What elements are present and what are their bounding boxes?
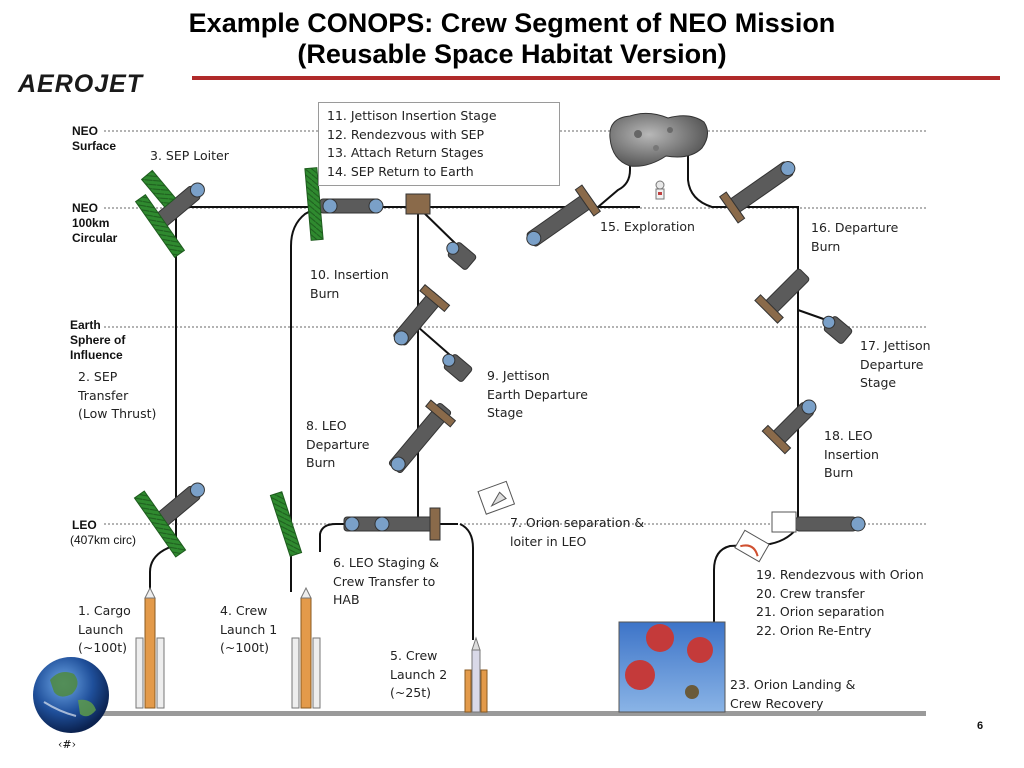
- leo-insertion-vehicle: [761, 399, 817, 455]
- steps-11-14-list: 11. Jettison Insertion Stage 12. Rendezv…: [327, 108, 497, 179]
- level-label-neo-surface: NEO Surface: [72, 124, 117, 153]
- step-18-label: 18. LEO Insertion Burn: [824, 428, 879, 480]
- neo-orbit-stack: [319, 198, 384, 214]
- solar-array-neo-orbit: [304, 167, 324, 241]
- step-3-label: 3. SEP Loiter: [150, 148, 229, 163]
- insertion-burn-vehicle: [393, 284, 451, 346]
- steps-11-14-box: 11. Jettison Insertion Stage 12. Rendezv…: [318, 102, 560, 186]
- orion-reentry-capsule: [734, 529, 770, 563]
- jettison-departure-vehicle: [754, 268, 810, 324]
- ground-line: [100, 711, 926, 716]
- step-9-label: 9. Jettison Earth Departure Stage: [487, 368, 588, 420]
- earth-globe: [33, 657, 109, 733]
- step-2-label: 2. SEP Transfer (Low Thrust): [78, 369, 157, 421]
- footer-hash: ‹#›: [58, 738, 77, 751]
- departure-burn-vehicle: [388, 399, 457, 474]
- aerojet-logo: AEROJET: [18, 70, 144, 98]
- jettisoned-earth-departure-stage: [442, 353, 473, 382]
- solar-array-loiter: [134, 194, 186, 258]
- step-23-label: 23. Orion Landing & Crew Recovery: [730, 677, 856, 711]
- leo-staging-path: [319, 523, 458, 552]
- jettisoned-departure-stage: [822, 315, 853, 344]
- step-5-label: 5. Crew Launch 2 (~25t): [390, 648, 448, 700]
- orion-landing-photo: [618, 621, 726, 713]
- cargo-launch-rocket: [135, 586, 165, 709]
- step-16-label: 16. Departure Burn: [811, 220, 899, 254]
- neo-arrival-path: [597, 150, 631, 208]
- step-7-label: 7. Orion separation & loiter in LEO: [510, 515, 645, 549]
- title-rule: [192, 76, 1000, 80]
- crew-launch1-path: [290, 206, 319, 592]
- leo-staging-stack: [343, 507, 441, 541]
- level-label-earth-soi: Earth Sphere of Influence: [70, 318, 126, 362]
- jettisoned-insertion-stage: [446, 241, 477, 270]
- orion-reentry-path: [713, 523, 801, 622]
- step-10-label: 10. Insertion Burn: [310, 267, 389, 301]
- steps-19-22-label: 19. Rendezvous with Orion 20. Crew trans…: [756, 567, 924, 638]
- crew-launch2-path: [459, 523, 474, 640]
- departure-burn-vehicle-neo: [718, 160, 796, 224]
- altitude-level-lines: [104, 130, 928, 525]
- level-label-leo-sub: (407km circ): [70, 533, 137, 547]
- level-label-neo-orbit: NEO 100km Circular: [72, 201, 118, 245]
- orion-capsule-rendezvous: [771, 511, 797, 533]
- astronaut-icon: [655, 180, 665, 200]
- step-6-label: 6. LEO Staging & Crew Transfer to HAB: [333, 555, 440, 607]
- crew-launch1-rocket: [291, 586, 321, 709]
- step-1-label: 1. Cargo Launch (~100t): [78, 603, 131, 655]
- page-title-line-2: (Reusable Space Habitat Version): [297, 39, 727, 69]
- step-17-label: 17. Jettison Departure Stage: [860, 338, 931, 390]
- crew-launch2-rocket: [464, 636, 488, 713]
- solar-array-leo: [133, 490, 187, 558]
- page-number: 6: [977, 720, 984, 732]
- level-label-leo: LEO: [72, 518, 97, 532]
- cargo-path: [149, 207, 177, 592]
- asteroid-neo: [609, 112, 708, 167]
- sep-vehicle-loiter: [140, 169, 205, 231]
- hab-module-neo-orbit: [405, 193, 431, 215]
- step-8-label: 8. LEO Departure Burn: [306, 418, 370, 470]
- step-15-label: 15. Exploration: [600, 219, 695, 234]
- exploration-vehicle: [526, 184, 602, 247]
- neo-departure-path: [687, 150, 799, 524]
- orion-capsule-loiter: [477, 480, 516, 515]
- solar-array-crew: [269, 491, 303, 557]
- step-4-label: 4. Crew Launch 1 (~100t): [220, 603, 278, 655]
- page-title-line-1: Example CONOPS: Crew Segment of NEO Miss…: [188, 8, 836, 38]
- leo-return-stack: [795, 516, 866, 532]
- spacecraft-group: [133, 160, 866, 563]
